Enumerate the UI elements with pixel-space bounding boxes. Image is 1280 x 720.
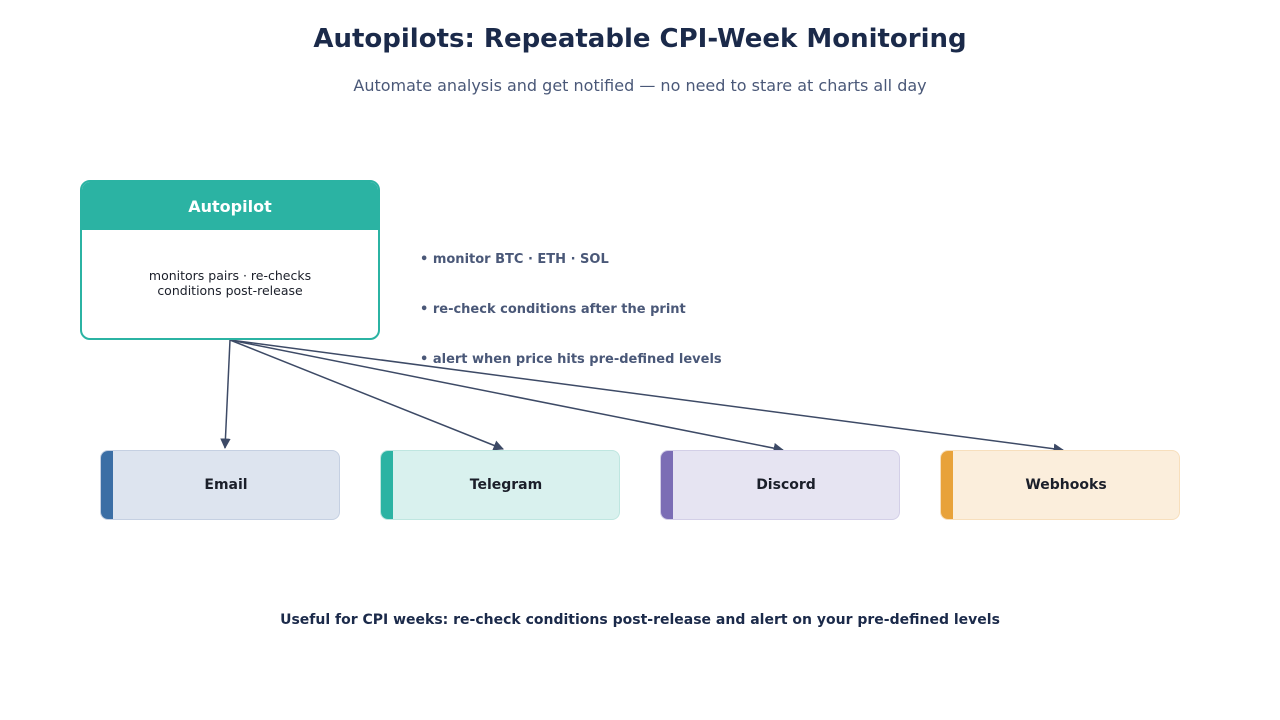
autopilot-description: monitors pairs · re-checks conditions po…: [148, 268, 312, 298]
arrow-to-email: [220, 339, 231, 450]
arrow-to-discord: [229, 339, 785, 454]
channel-label: Email: [204, 477, 248, 493]
channel-label: Telegram: [469, 477, 543, 493]
channel-accent-bar: [381, 451, 393, 519]
channel-accent-bar: [941, 451, 953, 519]
channel-email: Email: [100, 450, 340, 520]
feature-item-monitor: • monitor BTC · ETH · SOL: [420, 252, 609, 267]
diagram-footer: Useful for CPI weeks: re-check condition…: [280, 612, 1000, 628]
channel-accent-bar: [661, 451, 673, 519]
diagram-subtitle: Automate analysis and get notified — no …: [353, 76, 927, 95]
arrow-to-telegram: [229, 339, 504, 451]
feature-item-recheck: • re-check conditions after the print: [420, 302, 686, 317]
channel-discord: Discord: [660, 450, 900, 520]
channel-accent-bar: [101, 451, 113, 519]
arrow-to-webhooks: [229, 339, 1065, 454]
feature-list: • monitor BTC · ETH · SOL • re-check con…: [420, 250, 722, 400]
autopilot-node: Autopilot monitors pairs · re-checks con…: [80, 180, 380, 340]
diagram-title: Autopilots: Repeatable CPI-Week Monitori…: [313, 24, 967, 54]
channel-label: Webhooks: [1025, 477, 1107, 493]
autopilot-title: Autopilot: [82, 182, 378, 230]
channel-telegram: Telegram: [380, 450, 620, 520]
feature-item-alert: • alert when price hits pre-defined leve…: [420, 352, 722, 367]
channel-label: Discord: [756, 477, 816, 493]
channel-webhooks: Webhooks: [940, 450, 1180, 520]
